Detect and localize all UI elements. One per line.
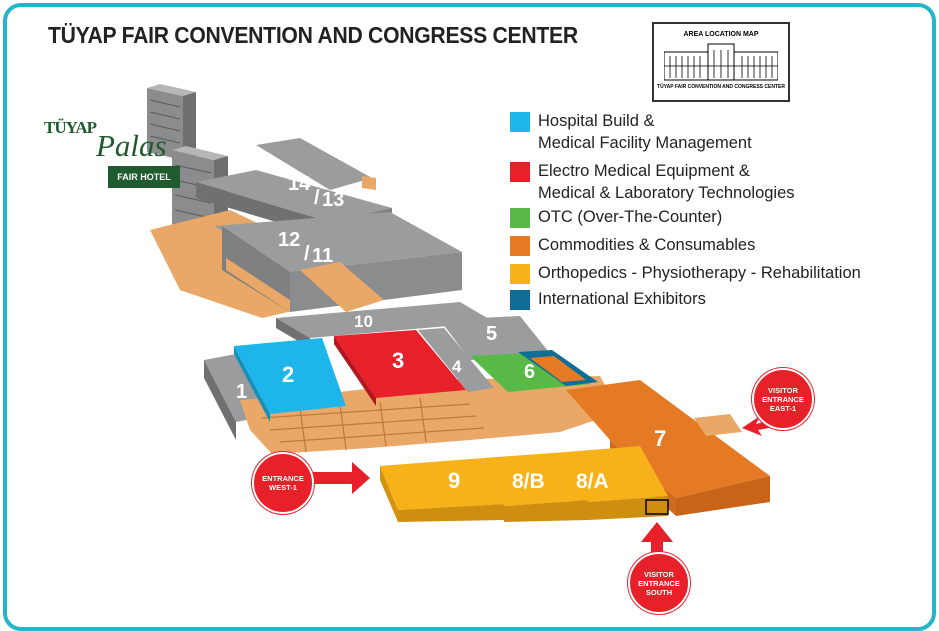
area-map-building-icon: [664, 43, 778, 81]
hall-4[interactable]: [418, 328, 494, 392]
fair-hotel-tag: FAIR HOTEL: [108, 166, 180, 188]
visitor-entrance-south[interactable]: VISITOR ENTRANCE SOUTH: [628, 552, 690, 614]
hall-5[interactable]: [440, 316, 552, 360]
entrance-west-label: ENTRANCE WEST-1: [262, 474, 304, 492]
hall-6[interactable]: [470, 350, 598, 392]
hall-label-7: 7: [654, 426, 666, 451]
legend-swatch: [510, 112, 530, 132]
page-title: TÜYAP FAIR CONVENTION AND CONGRESS CENTE…: [48, 22, 578, 48]
hall-3[interactable]: [334, 330, 466, 406]
hall-2[interactable]: [234, 338, 346, 422]
hall-9[interactable]: [380, 458, 504, 522]
legend-label: Electro Medical Equipment &Medical & Lab…: [538, 162, 795, 202]
hall-label-10: 10: [354, 312, 373, 331]
hotel-brand: TÜYAP: [44, 118, 97, 137]
hall-label-12: 12: [278, 229, 300, 251]
hall-8a[interactable]: [566, 446, 669, 520]
area-map-caption: TÜYAP FAIR CONVENTION AND CONGRESS CENTE…: [657, 84, 785, 90]
hall-label-slash-12-11: /: [304, 243, 310, 265]
entrance-south-label: VISITOR ENTRANCE SOUTH: [638, 569, 680, 597]
arrow-west-icon: [312, 462, 370, 494]
hall-label-5: 5: [486, 323, 497, 345]
legend-swatch: [510, 236, 530, 256]
hotel-logo: TÜYAP Palas FAIR HOTEL: [44, 118, 180, 188]
area-location-map[interactable]: AREA LOCATION MAP TÜYAP FAIR CONVENTION …: [652, 22, 790, 102]
hall-label-9: 9: [448, 468, 460, 493]
hall-label-6: 6: [524, 361, 535, 383]
arrow-south-icon: [641, 522, 673, 562]
hall-label-slash-14-13: /: [314, 187, 320, 209]
hall-label-8a: 8/A: [576, 470, 609, 493]
connector-corridor[interactable]: [300, 262, 384, 312]
legend-label: Orthopedics - Physiotherapy - Rehabilita…: [538, 264, 861, 282]
legend-label: International Exhibitors: [538, 290, 706, 308]
legend-swatch: [510, 264, 530, 284]
entrance-west-1[interactable]: ENTRANCE WEST-1: [252, 452, 314, 514]
hall-label-14: 14: [288, 173, 311, 195]
hall-label-1: 1: [236, 381, 247, 403]
legend-label: Commodities & Consumables: [538, 236, 756, 254]
hall-label-8b: 8/B: [512, 470, 545, 493]
hall-label-13: 13: [322, 189, 344, 211]
area-map-title: AREA LOCATION MAP: [683, 31, 759, 38]
legend-swatch: [510, 290, 530, 310]
legend-label: OTC (Over-The-Counter): [538, 208, 723, 226]
hall-label-2: 2: [282, 362, 294, 387]
visitor-entrance-east-1[interactable]: VISITOR ENTRANCE EAST-1: [752, 368, 814, 430]
legend-swatch: [510, 162, 530, 182]
hall-8b[interactable]: [484, 452, 588, 522]
legend-label: Hospital Build &Medical Facility Managem…: [538, 112, 752, 152]
hall-label-11: 11: [312, 245, 333, 267]
fair-map: 1 2 3 4 5 6 7 9 8/B 8/A 10 14 / 13 12 / …: [147, 84, 780, 562]
hotel-script-name: Palas: [96, 128, 167, 163]
hall-label-4: 4: [452, 357, 462, 376]
legend-swatch: [510, 208, 530, 228]
entrance-east-label: VISITOR ENTRANCE EAST-1: [762, 385, 804, 413]
hall-label-3: 3: [392, 348, 404, 373]
